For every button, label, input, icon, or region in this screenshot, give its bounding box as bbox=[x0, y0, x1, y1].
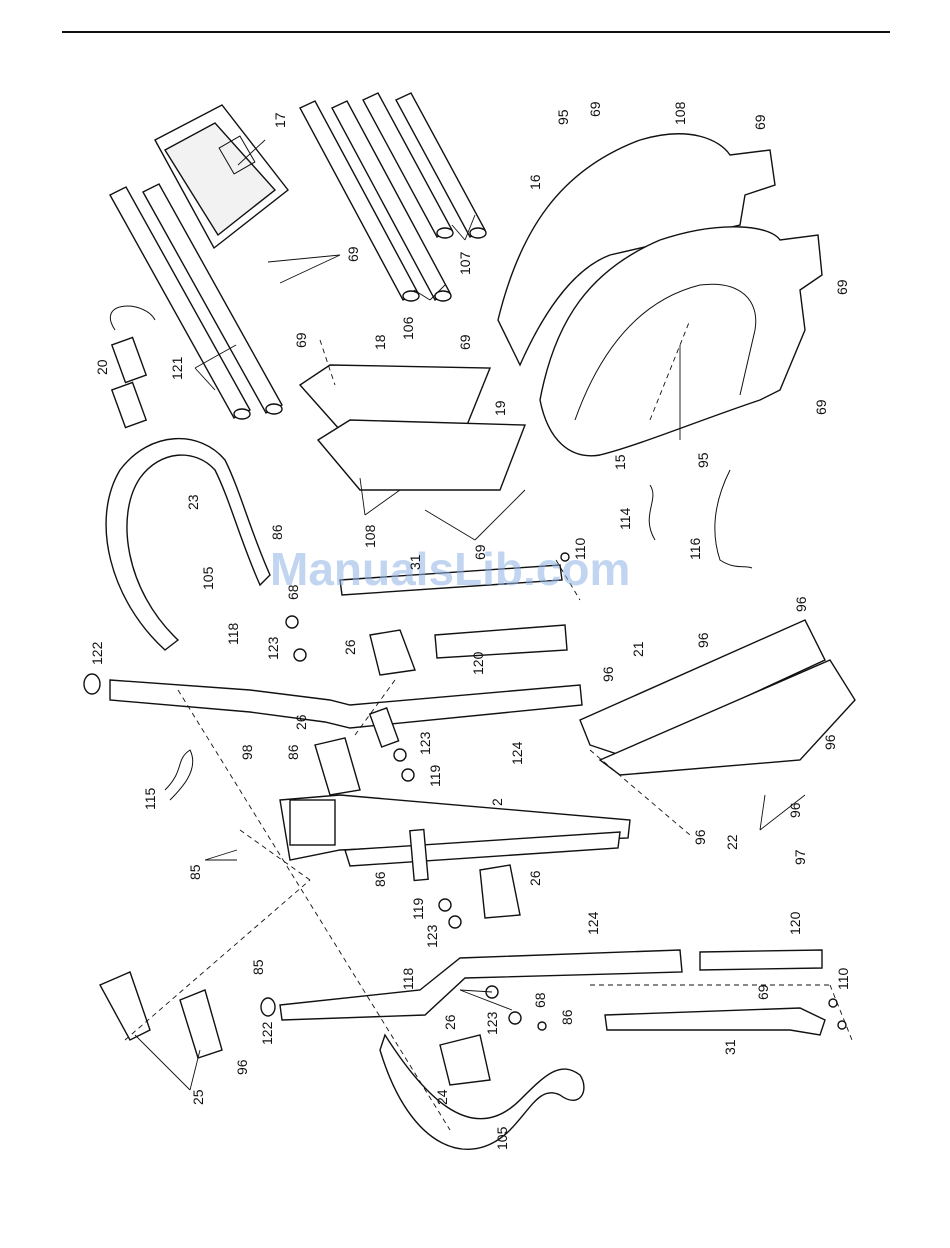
label-25: 25 bbox=[190, 1089, 206, 1105]
label-69: 69 bbox=[587, 101, 603, 117]
label-69: 69 bbox=[293, 332, 309, 348]
cable-part-115 bbox=[165, 750, 193, 800]
label-86: 86 bbox=[372, 871, 388, 887]
label-97: 97 bbox=[792, 849, 808, 865]
label-122: 122 bbox=[89, 641, 105, 665]
grip-part-20b bbox=[112, 382, 146, 427]
label-86: 86 bbox=[269, 524, 285, 540]
label-16: 16 bbox=[527, 174, 543, 190]
label-118: 118 bbox=[400, 967, 416, 990]
label-98: 98 bbox=[239, 744, 255, 760]
label-2: 2 bbox=[489, 798, 505, 806]
label-121: 121 bbox=[169, 356, 185, 380]
label-20: 20 bbox=[94, 359, 110, 375]
label-110: 110 bbox=[835, 967, 851, 990]
label-68: 68 bbox=[532, 992, 548, 1008]
label-115: 115 bbox=[142, 787, 158, 810]
cable-part-116 bbox=[715, 470, 752, 568]
label-119: 119 bbox=[427, 764, 443, 787]
label-19: 19 bbox=[492, 400, 508, 416]
label-15: 15 bbox=[612, 454, 628, 470]
label-96: 96 bbox=[822, 734, 838, 750]
label-123: 123 bbox=[484, 1011, 500, 1035]
label-124: 124 bbox=[509, 741, 525, 765]
label-114: 114 bbox=[617, 507, 633, 530]
label-119: 119 bbox=[410, 897, 426, 920]
label-122: 122 bbox=[259, 1021, 275, 1045]
label-123: 123 bbox=[417, 731, 433, 755]
label-86: 86 bbox=[559, 1009, 575, 1025]
cable-part-114 bbox=[649, 485, 655, 540]
label-123: 123 bbox=[424, 924, 440, 948]
label-124: 124 bbox=[585, 911, 601, 935]
label-68: 68 bbox=[285, 584, 301, 600]
grip-part-25a bbox=[100, 972, 150, 1040]
label-69: 69 bbox=[472, 544, 488, 560]
label-69: 69 bbox=[345, 246, 361, 262]
label-95: 95 bbox=[555, 109, 571, 125]
label-31: 31 bbox=[407, 554, 423, 570]
label-105: 105 bbox=[200, 566, 216, 590]
label-69: 69 bbox=[457, 334, 473, 350]
label-22: 22 bbox=[724, 834, 740, 850]
cable-part-20 bbox=[110, 306, 155, 330]
label-69: 69 bbox=[813, 399, 829, 415]
label-120: 120 bbox=[470, 651, 486, 675]
label-85: 85 bbox=[250, 959, 266, 975]
label-107: 107 bbox=[457, 251, 473, 275]
label-106: 106 bbox=[400, 316, 416, 340]
label-85: 85 bbox=[187, 864, 203, 880]
label-31: 31 bbox=[722, 1039, 738, 1055]
label-26: 26 bbox=[442, 1014, 458, 1030]
label-96: 96 bbox=[692, 829, 708, 845]
tubes-part-121 bbox=[110, 184, 282, 419]
label-120: 120 bbox=[787, 911, 803, 935]
label-95: 95 bbox=[695, 452, 711, 468]
label-23: 23 bbox=[185, 494, 201, 510]
label-17: 17 bbox=[272, 112, 288, 128]
label-123: 123 bbox=[265, 636, 281, 660]
tube-part-120-upper bbox=[435, 625, 567, 658]
label-118: 118 bbox=[225, 622, 241, 645]
label-24: 24 bbox=[434, 1089, 450, 1105]
label-26: 26 bbox=[527, 870, 543, 886]
label-96: 96 bbox=[787, 802, 803, 818]
upper-handlebar-part-23 bbox=[106, 439, 270, 650]
label-96: 96 bbox=[234, 1059, 250, 1075]
label-86: 86 bbox=[285, 744, 301, 760]
label-69: 69 bbox=[755, 984, 771, 1000]
label-96: 96 bbox=[600, 666, 616, 682]
label-69: 69 bbox=[834, 279, 850, 295]
arm-part-31-lower bbox=[605, 1008, 825, 1035]
label-21: 21 bbox=[630, 641, 646, 657]
label-116: 116 bbox=[687, 537, 703, 560]
frame-part-2 bbox=[280, 795, 630, 866]
tube-part-120-lower bbox=[700, 950, 822, 970]
grip-part-25b bbox=[180, 990, 222, 1058]
label-108: 108 bbox=[362, 524, 378, 548]
label-108: 108 bbox=[672, 101, 688, 125]
label-18: 18 bbox=[372, 334, 388, 350]
label-26: 26 bbox=[293, 714, 309, 730]
label-96: 96 bbox=[695, 632, 711, 648]
label-110: 110 bbox=[572, 537, 588, 560]
label-69: 69 bbox=[752, 114, 768, 130]
label-105: 105 bbox=[494, 1126, 510, 1150]
brackets-part-18-19 bbox=[300, 365, 525, 490]
label-96: 96 bbox=[793, 596, 809, 612]
label-26: 26 bbox=[342, 639, 358, 655]
upper-arm-part-118 bbox=[110, 680, 582, 728]
grip-part-20a bbox=[112, 337, 146, 382]
